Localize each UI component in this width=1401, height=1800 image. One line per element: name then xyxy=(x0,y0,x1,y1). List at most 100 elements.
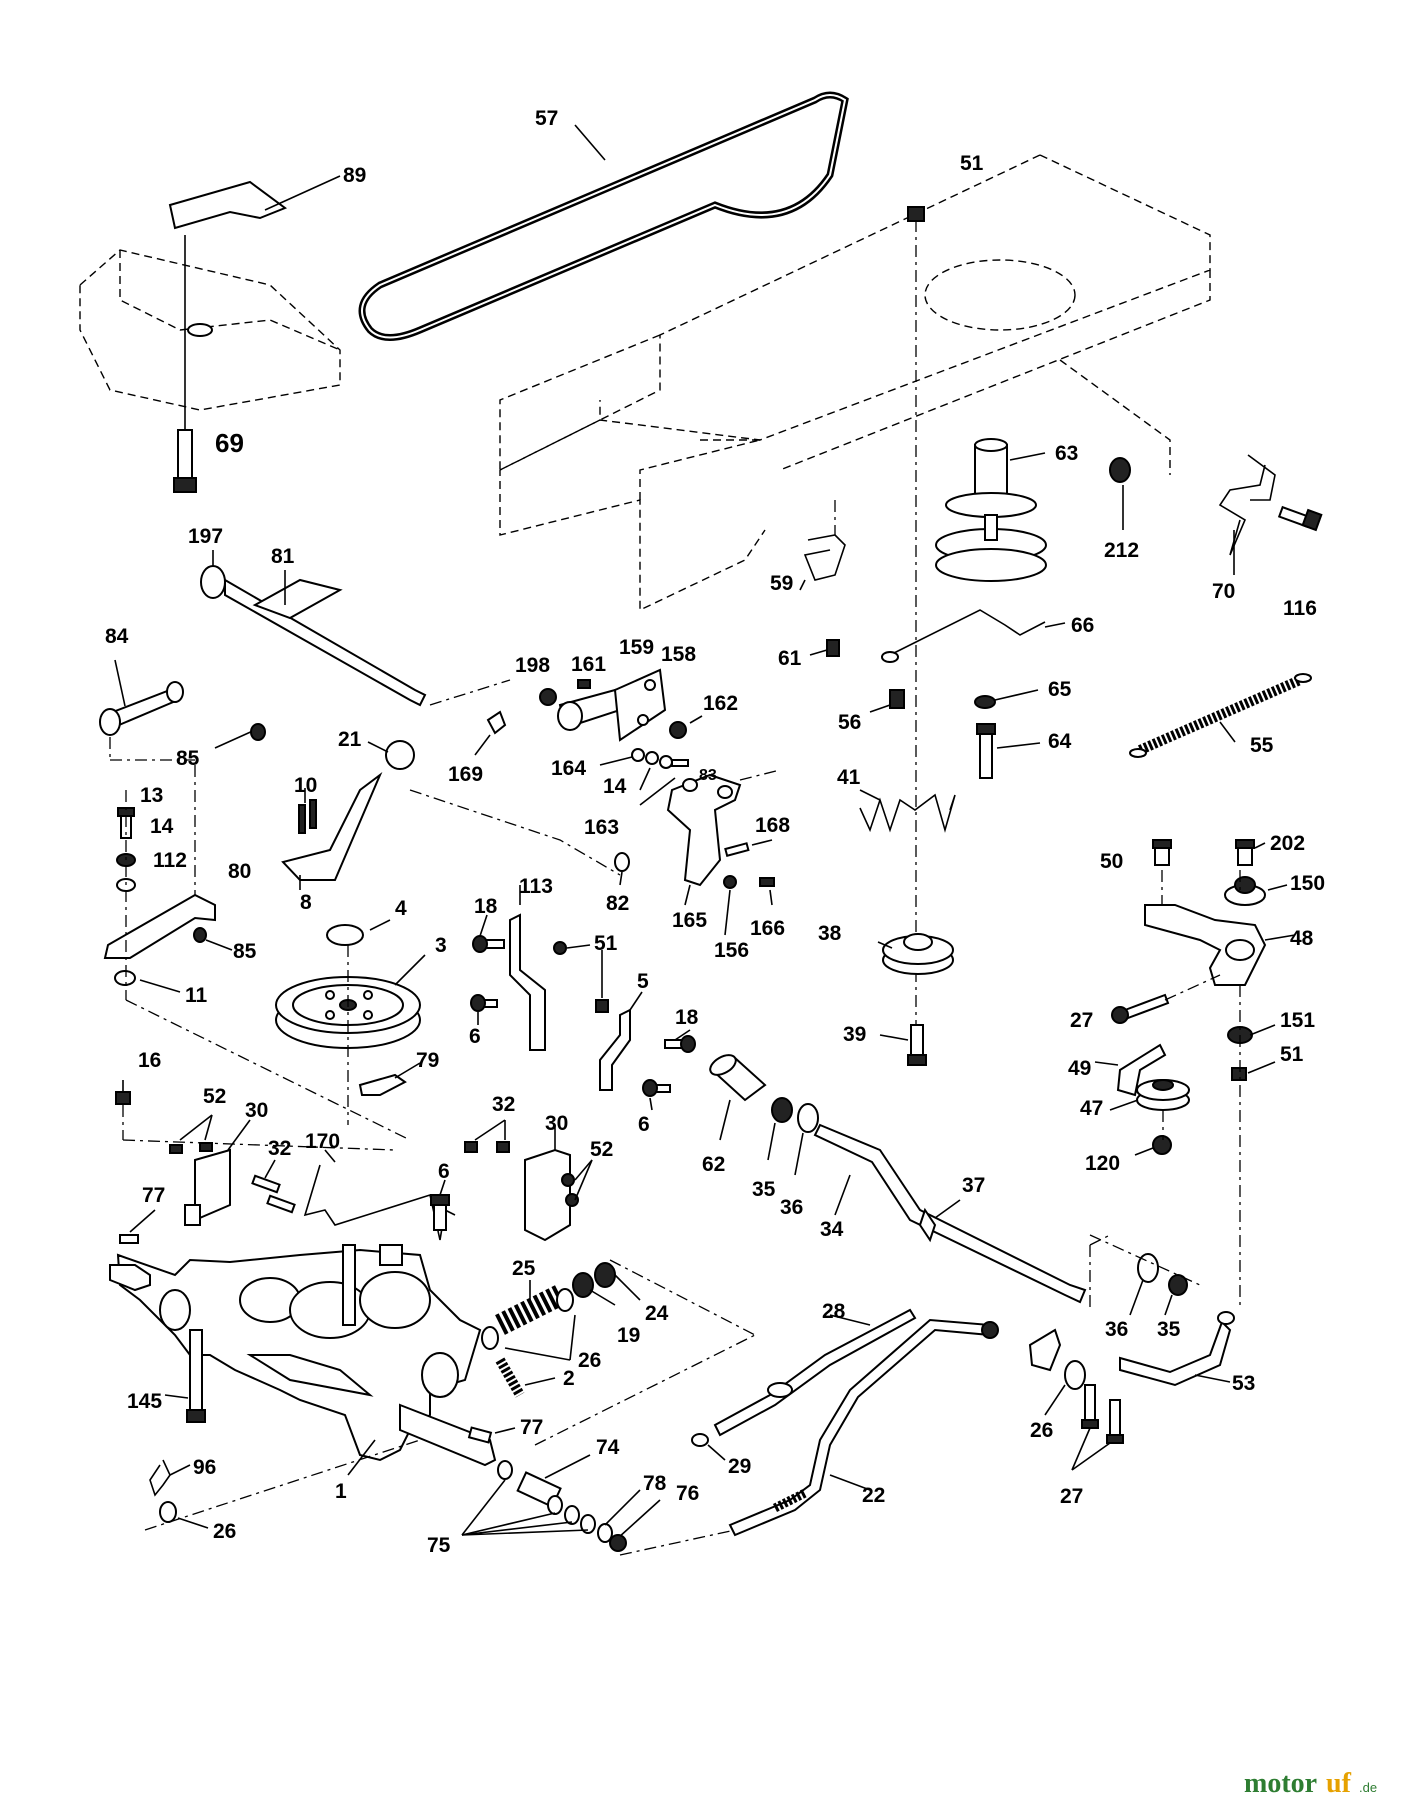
part-162-nut xyxy=(669,721,687,739)
label-83: 83 xyxy=(699,767,717,784)
part-36-washer-right xyxy=(1137,1253,1159,1283)
label-26: 26 xyxy=(578,1349,601,1372)
part-79-key xyxy=(358,1073,407,1096)
label-120: 120 xyxy=(1085,1152,1120,1175)
label-30-right: 30 xyxy=(545,1112,568,1135)
part-35-washer-right xyxy=(1168,1274,1188,1296)
part-59-clip xyxy=(803,534,846,581)
label-26-left: 26 xyxy=(213,1520,236,1543)
label-64: 64 xyxy=(1048,730,1072,753)
label-24: 24 xyxy=(645,1302,669,1325)
part-66-rod xyxy=(889,609,1046,656)
label-151: 151 xyxy=(1280,1009,1315,1032)
label-10: 10 xyxy=(294,774,317,797)
label-56: 56 xyxy=(838,711,861,734)
label-163: 163 xyxy=(584,816,619,839)
label-22: 22 xyxy=(862,1484,885,1507)
part-57-belt xyxy=(358,91,849,341)
label-170: 170 xyxy=(305,1130,340,1153)
label-52: 52 xyxy=(203,1085,226,1108)
label-81: 81 xyxy=(271,545,295,568)
label-76: 76 xyxy=(676,1482,699,1505)
label-158: 158 xyxy=(661,643,696,666)
part-212-nut xyxy=(1109,457,1131,483)
part-63-spindle-pulley xyxy=(935,438,1047,582)
label-37: 37 xyxy=(962,1174,985,1197)
watermark-text-motor: motor xyxy=(1244,1768,1317,1799)
part-75-washers xyxy=(497,1460,613,1543)
label-27-lower: 27 xyxy=(1060,1485,1083,1508)
part-77-key-right xyxy=(467,1426,493,1444)
label-25: 25 xyxy=(512,1257,536,1280)
label-30: 30 xyxy=(245,1099,268,1122)
part-8-lever xyxy=(281,771,383,881)
label-14: 14 xyxy=(603,775,627,798)
part-96-clip xyxy=(149,1459,171,1497)
label-55: 55 xyxy=(1250,734,1274,757)
frame-drawing xyxy=(499,154,1211,612)
part-51-nut xyxy=(907,206,925,222)
label-16: 16 xyxy=(138,1049,161,1072)
label-78: 78 xyxy=(643,1472,667,1495)
label-6: 6 xyxy=(469,1025,481,1048)
part-51-nut-mid xyxy=(595,999,609,1013)
part-27-bolt xyxy=(1111,993,1170,1024)
label-29: 29 xyxy=(728,1455,751,1478)
dash-panel-drawing xyxy=(79,235,341,430)
part-61-screw xyxy=(826,639,840,657)
label-70: 70 xyxy=(1212,580,1235,603)
part-5-bracket xyxy=(599,1008,631,1091)
part-30-plate xyxy=(194,1148,231,1222)
label-18-right: 18 xyxy=(675,1006,699,1029)
label-165: 165 xyxy=(672,909,707,932)
label-36: 36 xyxy=(780,1196,803,1219)
label-65: 65 xyxy=(1048,678,1072,701)
label-80: 80 xyxy=(228,860,251,883)
part-51-nut-right xyxy=(1231,1067,1247,1081)
part-24-nut xyxy=(594,1262,616,1288)
label-53: 53 xyxy=(1232,1372,1255,1395)
part-159-link xyxy=(557,688,622,731)
part-1-transaxle xyxy=(109,1244,497,1467)
label-145: 145 xyxy=(127,1390,162,1413)
part-69-bolt xyxy=(173,429,197,493)
part-19-nut xyxy=(572,1272,594,1298)
part-56-screw xyxy=(889,689,905,709)
label-85-lower: 85 xyxy=(233,940,257,963)
part-76-nut xyxy=(609,1534,627,1552)
label-82: 82 xyxy=(606,892,629,915)
part-158-bracket xyxy=(613,668,667,742)
part-165-bracket xyxy=(666,773,742,887)
part-41-spring xyxy=(859,793,956,833)
label-112: 112 xyxy=(153,849,187,872)
part-84-shaft xyxy=(99,681,184,736)
label-11: 11 xyxy=(185,984,208,1007)
label-34: 34 xyxy=(820,1218,844,1241)
label-162: 162 xyxy=(703,692,738,715)
part-29-end xyxy=(691,1433,709,1447)
part-62-bushing xyxy=(709,1054,767,1102)
part-11-washer xyxy=(114,970,136,986)
label-18: 18 xyxy=(474,895,498,918)
label-32: 32 xyxy=(268,1137,291,1160)
label-38: 38 xyxy=(818,922,842,945)
part-80-bracket xyxy=(103,893,216,959)
label-48: 48 xyxy=(1290,927,1314,950)
part-36-washer xyxy=(797,1103,819,1133)
label-39: 39 xyxy=(843,1023,866,1046)
label-26-right: 26 xyxy=(1030,1419,1053,1442)
label-150: 150 xyxy=(1290,872,1325,895)
part-156-washer xyxy=(723,875,737,889)
label-169: 169 xyxy=(448,763,483,786)
label-51: 51 xyxy=(960,152,984,175)
label-8: 8 xyxy=(300,891,312,914)
watermark-text-uf: uf xyxy=(1326,1768,1352,1799)
label-3: 3 xyxy=(435,934,447,957)
watermark-text-de: .de xyxy=(1359,1780,1377,1795)
label-5: 5 xyxy=(637,970,649,993)
label-27-right: 27 xyxy=(1070,1009,1093,1032)
part-145-bolt xyxy=(186,1329,206,1423)
label-21: 21 xyxy=(338,728,362,751)
part-55-spring xyxy=(1129,673,1312,758)
label-79: 79 xyxy=(416,1049,439,1072)
